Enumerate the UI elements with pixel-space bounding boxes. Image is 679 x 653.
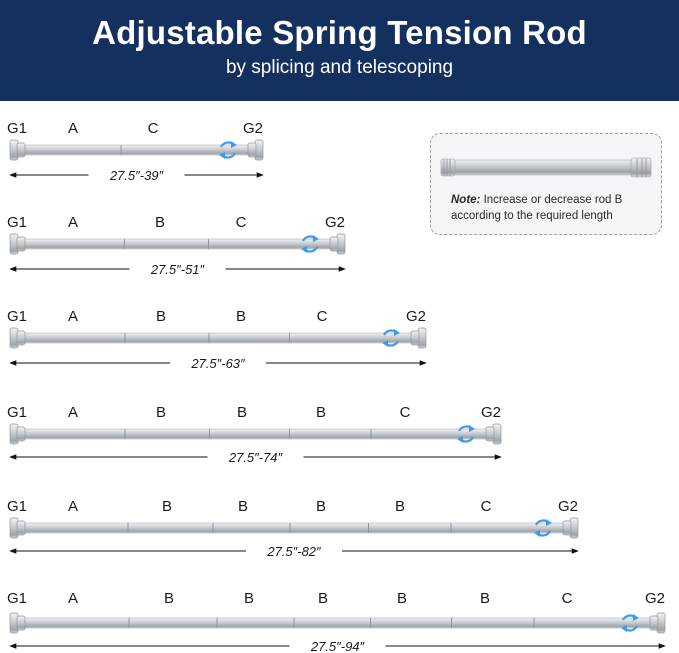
rotate-icon <box>534 519 552 537</box>
rotate-icon <box>457 425 475 443</box>
segment-label: B <box>318 590 328 607</box>
segment-label: B <box>156 404 166 421</box>
end-cap-left-collar <box>16 236 26 252</box>
end-cap-right-collar <box>410 330 420 346</box>
page-subtitle: by splicing and telescoping <box>225 57 454 78</box>
segment-label: C <box>400 404 411 421</box>
segment-label: A <box>68 590 78 607</box>
segment-label: A <box>68 498 78 515</box>
note-body: Increase or decrease rod B according to … <box>451 194 623 222</box>
page-title: Adjustable Spring Tension Rod <box>92 14 587 51</box>
segment-label: C <box>562 590 573 607</box>
length-range-label: 27.5″-39″ <box>109 168 164 183</box>
end-cap-left-collar <box>16 520 26 536</box>
segment-label: A <box>68 404 78 421</box>
rod-tube <box>21 144 252 156</box>
segment-label: C <box>236 214 247 231</box>
segment-label: B <box>397 590 407 607</box>
segment-label: B <box>316 404 326 421</box>
segment-label: G1 <box>7 214 27 231</box>
segment-label: C <box>148 120 159 137</box>
segment-label: B <box>156 308 166 325</box>
end-cap-left-collar <box>16 330 26 346</box>
segment-label: G2 <box>325 214 345 231</box>
rotate-icon <box>382 329 400 347</box>
end-cap-right-collar <box>247 142 257 158</box>
segment-label: G1 <box>7 404 27 421</box>
rod-tube <box>21 428 490 440</box>
segment-label: G1 <box>7 498 27 515</box>
segment-label: B <box>155 214 165 231</box>
segment-label: B <box>238 498 248 515</box>
segment-label: B <box>316 498 326 515</box>
length-range-label: 27.5″-51″ <box>150 262 205 277</box>
length-range-label: 27.5″-74″ <box>228 450 283 465</box>
rod-tube <box>21 522 567 534</box>
note-label: Note: <box>451 194 481 206</box>
length-range-label: 27.5″-63″ <box>190 356 245 371</box>
rod-b-image <box>440 157 652 178</box>
segment-label: G1 <box>7 120 27 137</box>
rod-tube <box>21 238 334 250</box>
segment-label: B <box>395 498 405 515</box>
header-banner: Adjustable Spring Tension Rod by splicin… <box>0 0 679 101</box>
end-cap-right-collar <box>329 236 339 252</box>
segment-label: C <box>317 308 328 325</box>
note-box: Note: Increase or decrease rod B accordi… <box>430 133 662 235</box>
end-cap-right-collar <box>649 615 659 631</box>
segment-label: G2 <box>645 590 665 607</box>
rotate-icon <box>219 141 237 159</box>
segment-label: A <box>68 214 78 231</box>
segment-label: G2 <box>243 120 263 137</box>
end-cap-left-collar <box>16 142 26 158</box>
end-cap-left-collar <box>16 426 26 442</box>
rotate-icon <box>621 614 639 632</box>
end-cap-right-collar <box>485 426 495 442</box>
segment-label: G1 <box>7 590 27 607</box>
rod-tube <box>21 332 415 344</box>
rotate-icon <box>301 235 319 253</box>
segment-label: G2 <box>406 308 426 325</box>
segment-label: B <box>244 590 254 607</box>
segment-label: G2 <box>481 404 501 421</box>
segment-label: B <box>237 404 247 421</box>
segment-label: B <box>164 590 174 607</box>
segment-label: B <box>480 590 490 607</box>
end-cap-left-collar <box>16 615 26 631</box>
segment-label: G2 <box>558 498 578 515</box>
segment-label: B <box>236 308 246 325</box>
note-text: Note: Increase or decrease rod B accordi… <box>451 192 656 224</box>
segment-label: B <box>162 498 172 515</box>
segment-label: C <box>481 498 492 515</box>
segment-label: A <box>68 308 78 325</box>
length-range-label: 27.5″-94″ <box>310 639 365 653</box>
segment-label: G1 <box>7 308 27 325</box>
end-cap-right-collar <box>562 520 572 536</box>
segment-label: A <box>68 120 78 137</box>
length-range-label: 27.5″-82″ <box>266 544 321 559</box>
rod-tube <box>21 617 654 629</box>
